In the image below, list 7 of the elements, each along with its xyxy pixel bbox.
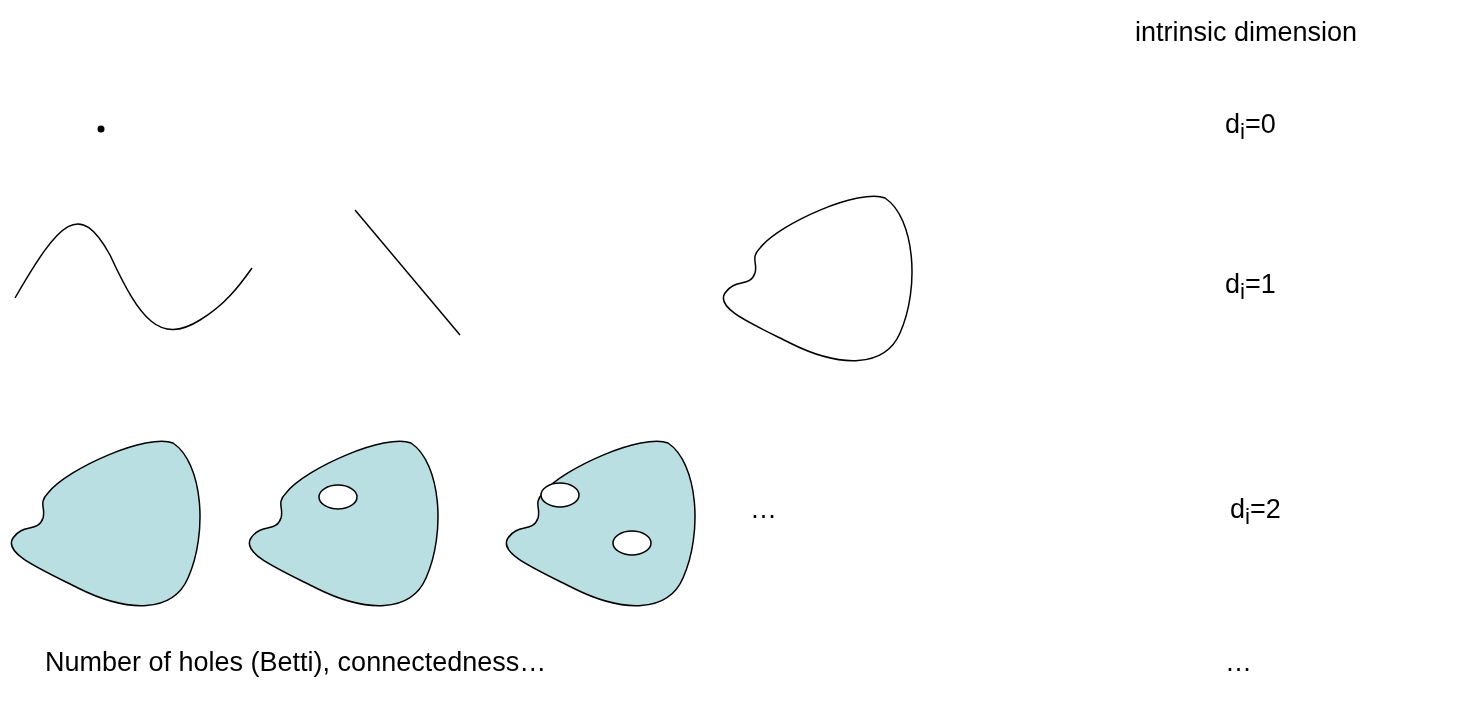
axis-title: intrinsic dimension	[1135, 18, 1358, 48]
dimension-label: d$_{i}$=0	[1225, 110, 1276, 146]
dimension-label: d$_{i}$=1	[1225, 270, 1276, 306]
caption-text: Number of holes (Betti), connectedness…	[45, 648, 547, 678]
dimension-label: d$_{i}$=2	[1230, 495, 1281, 531]
ellipsis: …	[1225, 648, 1252, 678]
ellipsis: …	[750, 495, 777, 525]
